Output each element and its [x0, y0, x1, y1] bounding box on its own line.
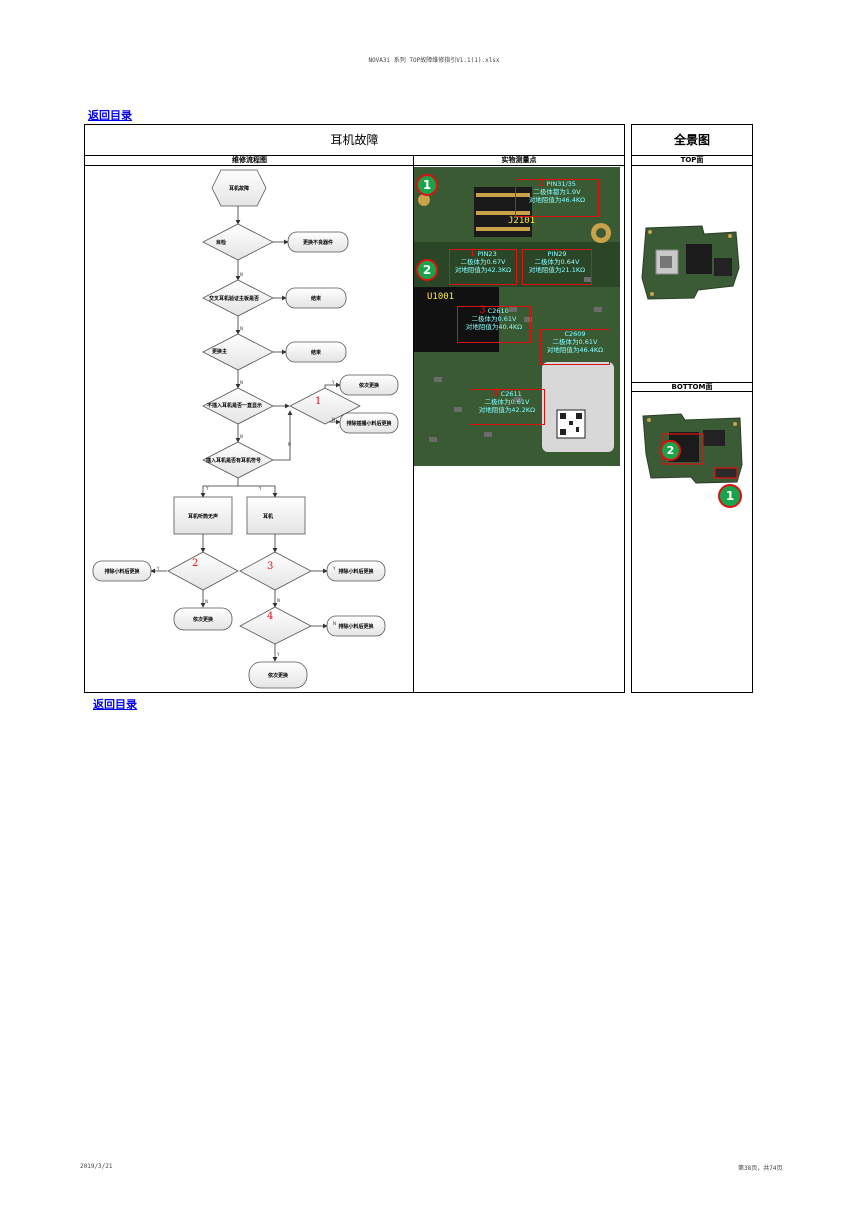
flow-n-6: N — [332, 417, 335, 422]
flow-result-2b-label: 依次更换 — [193, 616, 214, 623]
main-title-cell: 耳机故障 — [84, 124, 625, 157]
flow-n-9: N — [333, 621, 336, 626]
flow-plugged-symbol-label: 插入耳机是否有耳机符号 — [206, 457, 261, 464]
bottom-view-board-image — [641, 410, 746, 485]
flow-replace-part-label: 更换不良器件 — [303, 239, 333, 246]
main-title: 耳机故障 — [85, 125, 624, 156]
callout-pin23-pin: PIN23 — [478, 250, 497, 258]
callout-pin29-line2: 对地阻值为21.1KΩ — [523, 266, 591, 274]
flow-process-right-label: 耳机 — [263, 513, 273, 520]
flow-decision-2 — [168, 552, 238, 590]
flow-y-1: Y — [205, 486, 209, 491]
flow-y-2: Y — [258, 486, 262, 491]
flow-end-1-label: 结束 — [311, 295, 322, 302]
callout-c2610: 3 C2610 二极体为0.61V 对地阻值为40.4KΩ — [457, 306, 531, 343]
flow-n-2: N — [240, 326, 243, 331]
callout-pin23: 1 PIN23 二极体为0.67V 对地阻值为42.3KΩ — [449, 249, 517, 285]
flow-result-4-label: 排除小料后更换 — [338, 623, 374, 630]
callout-c2609-line1: 二极体为0.61V — [541, 338, 609, 346]
flow-n-7: N — [205, 599, 208, 604]
flow-process-left-label: 耳机听筒无声 — [188, 513, 218, 520]
flow-process-right — [247, 497, 305, 534]
measure-point-circle-2: 2 — [416, 259, 438, 281]
callout-c2609: C2609 二极体为0.61V 对地阻值为46.4KΩ — [540, 329, 610, 365]
callout-pin31-line1: 二极体都为1.9V — [516, 188, 598, 196]
flow-n-5: N — [288, 442, 291, 447]
flow-start-label: 耳机故障 — [229, 185, 249, 192]
top-view-board-image — [638, 220, 743, 302]
flow-end-2-label: 结束 — [311, 349, 322, 356]
flow-result-1a-label: 依次更换 — [359, 382, 380, 389]
flow-y-5: Y — [332, 566, 336, 571]
callout-c2611-line2: 对地阻值为42.2KΩ — [470, 406, 544, 414]
footer-page: 第38页，共74页 — [738, 1163, 782, 1172]
callout-pin29: PIN29 二极体为0.64V 对地阻值为21.1KΩ — [522, 249, 592, 285]
flow-replace-main-label: 更换主 — [212, 348, 227, 355]
flow-inspect-label: 目检 — [216, 239, 226, 246]
chip-label-u1001: U1001 — [427, 292, 454, 302]
flow-result-1b-label: 排除插播小料后更换 — [346, 420, 392, 427]
callout-pin31-line2: 对地阻值为46.4KΩ — [516, 196, 598, 204]
flow-n-3: N — [240, 380, 243, 385]
flow-marker-1: 1 — [315, 396, 321, 407]
connector-label-j2101: J2101 — [508, 216, 535, 226]
callout-c2609-line2: 对地阻值为46.4KΩ — [541, 346, 609, 354]
flow-n-1: N — [240, 272, 243, 277]
flow-not-plugged-label: 不插入耳机是否一直显示 — [207, 402, 262, 409]
panorama-title-cell: 全景图 — [631, 124, 753, 157]
pcb-measure-photo: U1001 J2101 2 PIN31/35 二极体都为1.9V 对地阻值为46… — [414, 167, 620, 466]
flow-y-3: Y — [331, 380, 335, 385]
flow-marker-3: 3 — [267, 561, 273, 572]
panorama-title: 全景图 — [632, 125, 752, 156]
flow-decision-4 — [240, 607, 311, 644]
return-to-index-link-bottom[interactable]: 返回目录 — [93, 696, 137, 712]
flow-result-2-label: 排除小料后更换 — [104, 568, 140, 575]
bottom-circle-1: 1 — [718, 484, 742, 508]
flow-n-8: N — [277, 598, 280, 603]
document-header: NOVA3i 系列 TOP故障维修指引V1.1(1).xlsx — [0, 55, 868, 64]
callout-c2610-line2: 对地阻值为40.4KΩ — [458, 323, 530, 331]
flow-end-label: 依次更换 — [268, 672, 289, 679]
flow-marker-2: 2 — [192, 558, 198, 569]
callout-pin29-pin: PIN29 — [523, 250, 591, 258]
flow-n-4: N — [240, 434, 243, 439]
callout-pin23-line1: 二极体为0.67V — [450, 258, 516, 266]
callout-pin31-pin: PIN31/35 — [547, 180, 576, 188]
footer-date: 2019/3/21 — [80, 1163, 113, 1170]
flow-decision-inspect — [203, 224, 273, 260]
return-to-index-link-top[interactable]: 返回目录 — [88, 107, 132, 123]
callout-pin29-line1: 二极体为0.64V — [523, 258, 591, 266]
flow-decision-3 — [240, 552, 311, 590]
callout-c2611: 4 C2611 二极体为0.61V 对地阻值为42.2KΩ — [469, 389, 545, 425]
flow-y-4: Y — [156, 566, 160, 571]
callout-c2611-line1: 二极体为0.61V — [470, 398, 544, 406]
flow-result-3-label: 排除小料后更换 — [338, 568, 374, 575]
callout-c2611-pin: C2611 — [501, 390, 522, 398]
flow-marker-4: 4 — [267, 611, 273, 622]
callout-c2610-pin: C2610 — [488, 307, 509, 315]
callout-pin31-35: 2 PIN31/35 二极体都为1.9V 对地阻值为46.4KΩ — [515, 179, 599, 217]
flow-y-6: Y — [276, 652, 280, 657]
flow-cross-verify-label: 交叉耳机验证主板是否 — [209, 295, 259, 302]
callout-c2609-pin: C2609 — [541, 330, 609, 338]
measure-point-circle-1: 1 — [416, 174, 438, 196]
callout-pin23-line2: 对地阻值为42.3KΩ — [450, 266, 516, 274]
callout-c2610-line1: 二极体为0.61V — [458, 315, 530, 323]
bottom-circle-2: 2 — [660, 440, 681, 461]
repair-flowchart: 耳机故障 目检 更换不良器件 交叉耳机验证主板是否 结束 更换主 结束 不插入耳… — [85, 166, 413, 690]
